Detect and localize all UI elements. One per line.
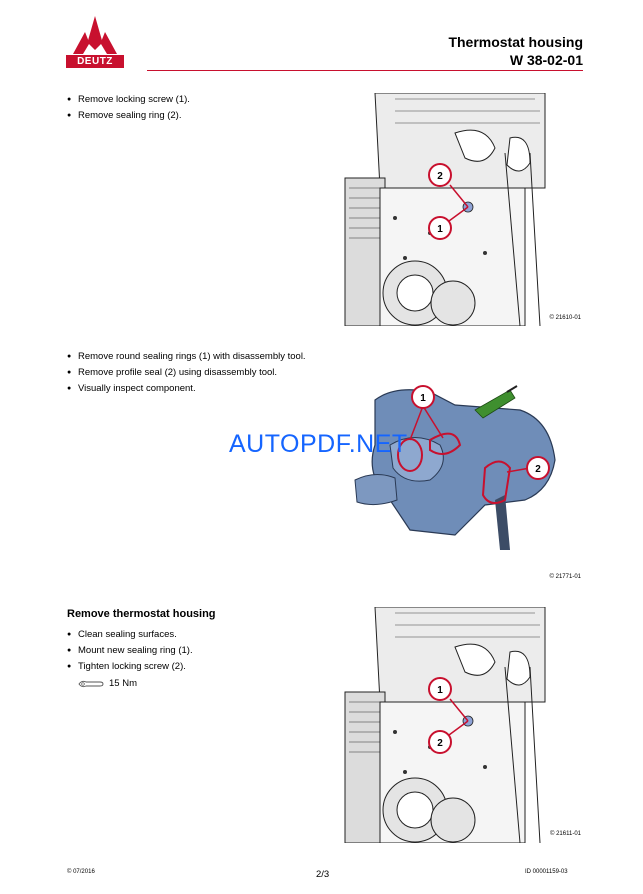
callout-label: 2	[437, 738, 443, 749]
step2-item: Remove profile seal (2) using disassembl…	[67, 367, 317, 379]
figure-engine-block-1: 2 1	[335, 93, 583, 326]
header-divider	[147, 70, 583, 71]
figure-engine-block-2: 1 2	[335, 607, 583, 843]
callout-label: 1	[437, 224, 443, 235]
step2-list: Remove round sealing rings (1) with disa…	[67, 351, 317, 399]
step3-item: Mount new sealing ring (1).	[67, 645, 317, 657]
section-heading: Remove thermostat housing	[67, 608, 216, 620]
footer-date: © 07/2016	[67, 869, 95, 875]
step1-list: Remove locking screw (1). Remove sealing…	[67, 94, 317, 126]
figure-reference: © 21610-01	[549, 315, 581, 321]
step3-list: Clean sealing surfaces. Mount new sealin…	[67, 629, 317, 677]
callout-label: 2	[535, 464, 541, 475]
step2-item: Remove round sealing rings (1) with disa…	[67, 351, 317, 363]
torque-value: 15 Nm	[109, 678, 137, 689]
callout-label: 1	[437, 685, 443, 696]
step3-item: Tighten locking screw (2).	[67, 661, 317, 673]
page-number: 2/3	[316, 869, 330, 880]
figure-thermostat-housing: 1 2	[335, 350, 583, 586]
deutz-logo	[73, 16, 117, 54]
wrench-icon	[78, 680, 104, 687]
callout-label: 2	[437, 171, 443, 182]
step1-item: Remove sealing ring (2).	[67, 110, 317, 122]
document-id: ID 00001159-03	[525, 869, 568, 875]
step1-item: Remove locking screw (1).	[67, 94, 317, 106]
torque-spec: 15 Nm	[78, 678, 137, 689]
watermark: AUTOPDF.NET	[229, 430, 408, 458]
figure-reference: © 21771-01	[549, 574, 581, 580]
step2-item: Visually inspect component.	[67, 383, 317, 395]
step3-item: Clean sealing surfaces.	[67, 629, 317, 641]
figure-reference: © 21611-01	[550, 831, 581, 837]
document-code: W 38-02-01	[509, 52, 583, 68]
callout-label: 1	[420, 393, 426, 404]
brand-name: DEUTZ	[66, 55, 124, 68]
page-title: Thermostat housing	[448, 34, 583, 50]
